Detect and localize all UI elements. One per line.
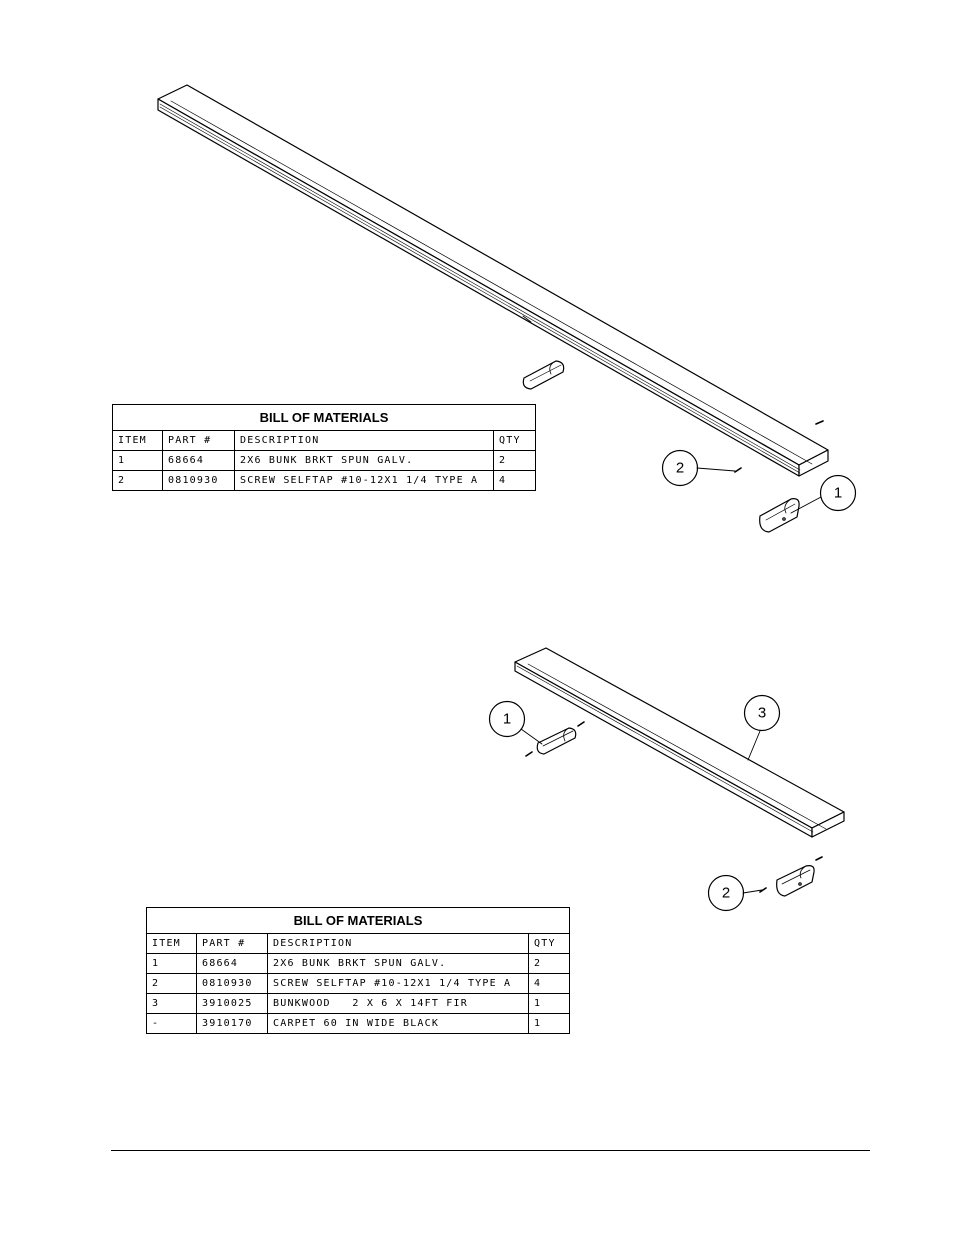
callout-3-assembly-2-label: 3 (758, 705, 766, 722)
col-header-qty: QTY (492, 430, 537, 451)
cell-item: 1 (112, 450, 163, 471)
cell-description: BUNKWOOD 2 X 6 X 14FT FIR (267, 993, 529, 1014)
bom-header-row: ITEM PART # DESCRIPTION QTY (112, 430, 537, 451)
cell-qty: 2 (527, 953, 571, 974)
cell-description: 2X6 BUNK BRKT SPUN GALV. (267, 953, 529, 974)
bracket-1b (760, 499, 799, 532)
callout-2-assembly-1-label: 2 (676, 460, 684, 477)
bom-title: BILL OF MATERIALS (111, 404, 537, 431)
table-row: 2 0810930 SCREW SELFTAP #10-12X1 1/4 TYP… (146, 973, 571, 994)
table-row: 2 0810930 SCREW SELFTAP #10-12X1 1/4 TYP… (112, 470, 537, 491)
screw-2a (578, 722, 584, 726)
cell-description: 2X6 BUNK BRKT SPUN GALV. (234, 450, 494, 471)
callout-1-assembly-2 (490, 702, 543, 745)
table-row: 1 68664 2X6 BUNK BRKT SPUN GALV. 2 (146, 953, 571, 974)
cell-qty: 4 (492, 470, 537, 491)
col-header-description: DESCRIPTION (234, 430, 494, 451)
cell-item: 2 (146, 973, 197, 994)
cell-part: 68664 (196, 953, 268, 974)
cell-description: SCREW SELFTAP #10-12X1 1/4 TYPE A (234, 470, 494, 491)
callout-1-assembly-2-label: 1 (503, 711, 511, 728)
bracket-1a (523, 361, 563, 389)
callout-1-assembly-1-label: 1 (834, 485, 842, 502)
cell-qty: 2 (492, 450, 537, 471)
cell-part: 68664 (162, 450, 235, 471)
cell-qty: 1 (527, 993, 571, 1014)
cell-part: 3910170 (196, 1013, 268, 1034)
col-header-item: ITEM (146, 933, 197, 954)
table-row: 1 68664 2X6 BUNK BRKT SPUN GALV. 2 (112, 450, 537, 471)
callout-2-assembly-2-label: 2 (722, 885, 730, 902)
bill-of-materials-1: BILL OF MATERIALS ITEM PART # DESCRIPTIO… (111, 404, 537, 491)
cell-qty: 1 (527, 1013, 571, 1034)
screw-2d (760, 888, 766, 892)
col-header-part: PART # (162, 430, 235, 451)
col-header-item: ITEM (112, 430, 163, 451)
screw-1b (735, 468, 741, 472)
screw-2b (526, 752, 532, 756)
cell-description: SCREW SELFTAP #10-12X1 1/4 TYPE A (267, 973, 529, 994)
screw-1a (816, 421, 823, 424)
cell-qty: 4 (527, 973, 571, 994)
table-row: - 3910170 CARPET 60 IN WIDE BLACK 1 (146, 1013, 571, 1034)
bracket-2b (777, 866, 814, 896)
cell-item: 3 (146, 993, 197, 1014)
callout-3-assembly-2 (745, 696, 780, 761)
callout-1-assembly-1 (791, 476, 856, 514)
bunk-board-1 (158, 85, 828, 476)
bom-title: BILL OF MATERIALS (145, 907, 571, 934)
cell-description: CARPET 60 IN WIDE BLACK (267, 1013, 529, 1034)
screw-2c (816, 857, 822, 860)
bracket-2a (537, 728, 576, 754)
cell-item: 2 (112, 470, 163, 491)
cell-item: - (146, 1013, 197, 1034)
cell-part: 0810930 (196, 973, 268, 994)
col-header-part: PART # (196, 933, 268, 954)
callout-2-assembly-1 (663, 451, 736, 486)
callout-2-assembly-2 (709, 876, 763, 911)
table-row: 3 3910025 BUNKWOOD 2 X 6 X 14FT FIR 1 (146, 993, 571, 1014)
col-header-qty: QTY (527, 933, 571, 954)
col-header-description: DESCRIPTION (267, 933, 529, 954)
footer-divider (111, 1150, 870, 1151)
bunk-board-2 (515, 648, 844, 837)
cell-part: 3910025 (196, 993, 268, 1014)
cell-part: 0810930 (162, 470, 235, 491)
bill-of-materials-2: BILL OF MATERIALS ITEM PART # DESCRIPTIO… (145, 907, 571, 1034)
bom-header-row: ITEM PART # DESCRIPTION QTY (146, 933, 571, 954)
cell-item: 1 (146, 953, 197, 974)
